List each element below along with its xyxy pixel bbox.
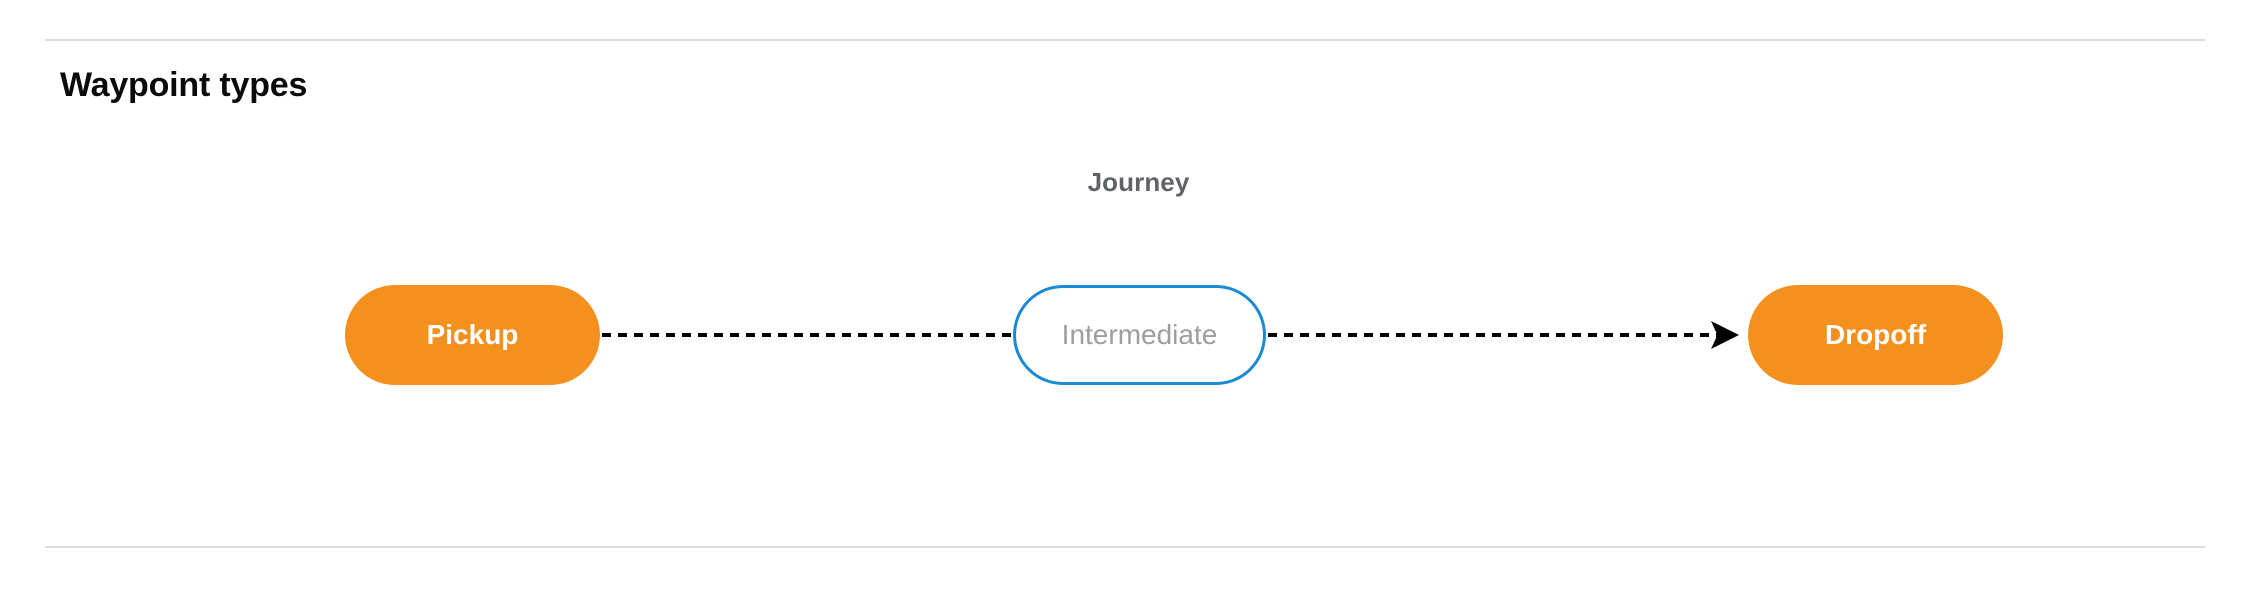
diagram-title-journey: Journey <box>1087 167 1190 197</box>
node-intermediate-label: Intermediate <box>1061 319 1218 350</box>
node-pickup[interactable]: Pickup <box>345 285 600 385</box>
node-dropoff[interactable]: Dropoff <box>1748 285 2003 385</box>
node-intermediate[interactable]: Intermediate <box>1013 285 1266 385</box>
section-divider-top <box>45 39 2205 41</box>
node-dropoff-label: Dropoff <box>1824 319 1927 350</box>
section-divider-bottom <box>45 546 2205 548</box>
page-title: Waypoint types <box>60 66 308 104</box>
node-pickup-label: Pickup <box>426 319 519 350</box>
